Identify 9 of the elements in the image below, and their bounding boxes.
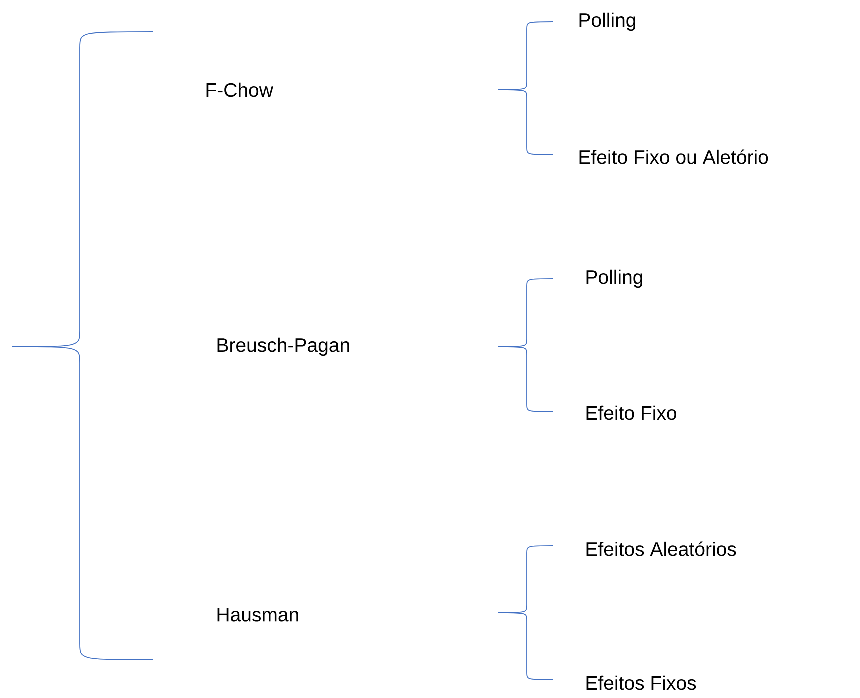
label: Breusch-Pagan (218, 338, 350, 356)
label: Polling (580, 12, 636, 32)
label: Efeitos Aleatórios (586, 542, 736, 556)
label: Polling (586, 270, 642, 288)
label: F-Chow (206, 82, 274, 98)
label: Efeito Fixo (586, 406, 676, 420)
label: Efeitos Fixos (586, 676, 696, 690)
label: Efeito Fixo ou Aletório (580, 150, 768, 164)
label: Hausman (218, 608, 298, 622)
